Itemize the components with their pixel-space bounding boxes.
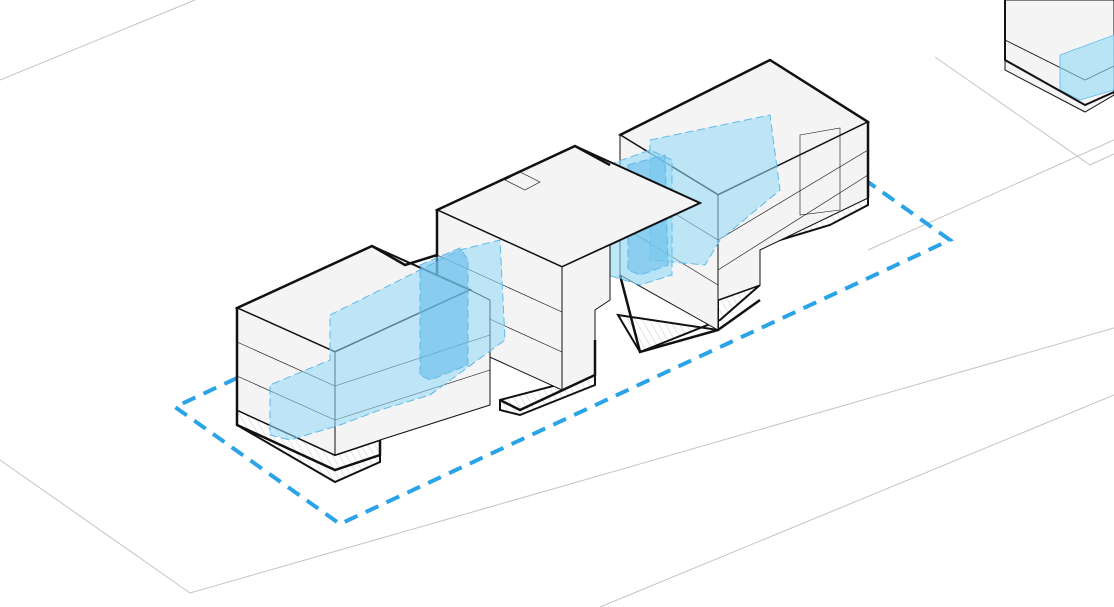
highlight-volume-west	[269, 239, 506, 441]
site-boundary	[171, 180, 954, 527]
neighbor-building	[1004, 0, 1114, 113]
